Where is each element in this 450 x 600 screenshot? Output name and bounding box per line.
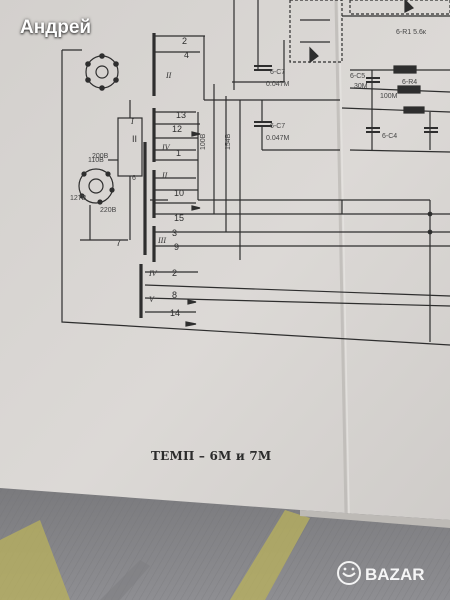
svg-text:II: II bbox=[132, 134, 137, 144]
svg-text:6-R4: 6-R4 bbox=[402, 79, 417, 86]
fabric-stripe-left bbox=[0, 520, 70, 600]
fabric-stripe-middle bbox=[230, 510, 310, 600]
svg-text:0.047M: 0.047M bbox=[266, 135, 290, 142]
seller-username[interactable]: Андрей bbox=[20, 17, 92, 38]
svg-text:6-C7: 6-C7 bbox=[270, 69, 285, 76]
diagram-caption: ТЕМП – 6М и 7М bbox=[151, 449, 272, 463]
svg-text:6: 6 bbox=[132, 175, 136, 182]
svg-text:II: II bbox=[165, 71, 172, 80]
svg-text:154B: 154B bbox=[225, 133, 232, 150]
svg-text:V: V bbox=[149, 295, 155, 304]
svg-text:200B: 200B bbox=[92, 153, 109, 160]
svg-text:100B: 100B bbox=[200, 133, 207, 150]
svg-text:II: II bbox=[161, 171, 168, 180]
svg-text:I: I bbox=[130, 117, 134, 126]
svg-text:2: 2 bbox=[172, 268, 177, 278]
svg-text:220B: 220B bbox=[100, 207, 117, 214]
svg-text:3: 3 bbox=[172, 228, 177, 238]
svg-text:2: 2 bbox=[182, 36, 187, 46]
svg-text:14: 14 bbox=[170, 308, 180, 318]
svg-text:III: III bbox=[157, 236, 166, 245]
schematic-diagram bbox=[61, 0, 450, 346]
svg-text:IV: IV bbox=[161, 143, 171, 152]
svg-text:6-C7: 6-C7 bbox=[270, 123, 285, 130]
svg-text:6-C5: 6-C5 bbox=[350, 73, 365, 80]
svg-text:0.047M: 0.047M bbox=[266, 81, 290, 88]
watermark-text: BAZAR bbox=[365, 565, 425, 584]
svg-text:12: 12 bbox=[172, 124, 182, 134]
paper-sheet bbox=[0, 0, 450, 528]
svg-text:7: 7 bbox=[116, 238, 121, 248]
schematic-labels: 2 4 II 13 12 IV 1 II 10 15 3 III 9 IV 2 … bbox=[70, 29, 427, 318]
svg-text:100M: 100M bbox=[380, 93, 398, 100]
svg-text:127B: 127B bbox=[70, 195, 87, 202]
svg-text:1: 1 bbox=[176, 148, 181, 158]
svg-text:4: 4 bbox=[184, 50, 189, 60]
svg-text:15: 15 bbox=[174, 213, 184, 223]
svg-text:110B: 110B bbox=[88, 157, 104, 164]
svg-text:9: 9 bbox=[174, 242, 179, 252]
svg-text:IV: IV bbox=[148, 269, 158, 278]
svg-text:13: 13 bbox=[176, 110, 186, 120]
svg-text:6-R1 5.6к: 6-R1 5.6к bbox=[396, 29, 427, 36]
svg-text:6-C4: 6-C4 bbox=[382, 133, 397, 140]
svg-text:30M: 30M bbox=[354, 83, 368, 90]
bazar-logo-icon bbox=[337, 561, 361, 585]
svg-text:10: 10 bbox=[174, 188, 184, 198]
svg-text:8: 8 bbox=[172, 290, 177, 300]
